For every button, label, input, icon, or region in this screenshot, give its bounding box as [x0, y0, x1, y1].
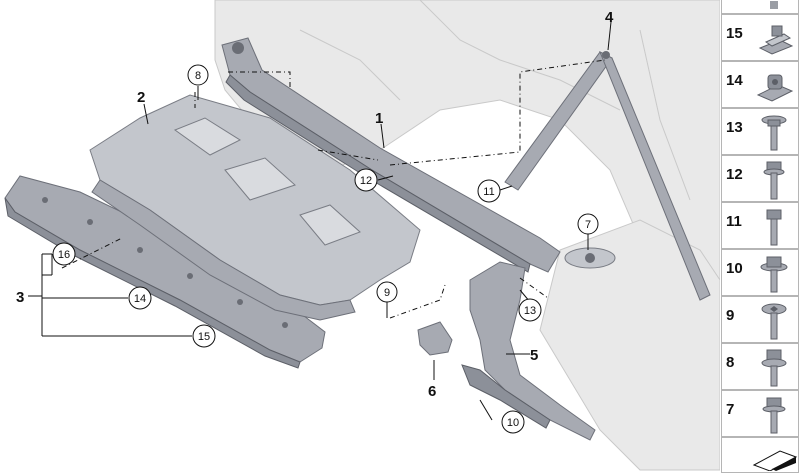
parts-legend: 15 14 13 12 11: [721, 0, 800, 473]
legend-number: 12: [726, 166, 743, 183]
legend-item-14: 14: [721, 61, 799, 108]
legend-number: 13: [726, 119, 743, 136]
legend-number: 7: [726, 401, 735, 418]
callout-10-circle: 10: [501, 410, 525, 434]
legend-item-15: 15: [721, 14, 799, 61]
callout-12-circle: 12: [354, 168, 378, 192]
callout-11: 11: [483, 186, 494, 198]
bolt-tip-icon: [770, 1, 778, 9]
assembly-lines: [61, 59, 606, 319]
legend-item-13: 13: [721, 108, 799, 155]
callout-5: 5: [530, 347, 538, 364]
shim-plate-icon: [752, 450, 798, 471]
hex-collar-bolt-icon: [760, 256, 788, 293]
legend-item-10: 10: [721, 249, 799, 296]
legend-number: 14: [726, 72, 743, 89]
callout-1: 1: [375, 110, 383, 127]
callout-13-circle: 13: [518, 298, 542, 322]
callout-8-circle: 8: [187, 64, 209, 86]
legend-item-bottom: [721, 437, 799, 473]
splash-guard: [89, 94, 421, 321]
torx-screw-icon: [761, 303, 787, 340]
collar-bolt-icon: [761, 349, 787, 387]
main-cross-beam: [221, 37, 616, 273]
legend-number: 8: [726, 354, 735, 371]
callout-14: 14: [134, 293, 146, 305]
legend-number: 15: [726, 25, 743, 42]
legend-number: 9: [726, 307, 735, 324]
hex-bolt-short-icon: [766, 209, 782, 246]
clip-nut-icon: [756, 74, 794, 102]
callout-3: 3: [16, 289, 24, 306]
callout-11-circle: 11: [477, 179, 501, 203]
legend-number: 10: [726, 260, 743, 277]
callout-9-circle: 9: [376, 281, 398, 303]
legend-item-top: [721, 0, 799, 14]
legend-item-8: 8: [721, 343, 799, 390]
callout-6: 6: [428, 383, 436, 400]
legend-item-9: 9: [721, 296, 799, 343]
callout-2: 2: [137, 89, 145, 106]
callout-4: 4: [605, 9, 614, 26]
legend-item-7: 7: [721, 390, 799, 437]
callout-16-circle: 16: [52, 242, 76, 266]
leader-lines: [28, 21, 612, 421]
legend-item-12: 12: [721, 155, 799, 202]
hex-screw-icon: [762, 397, 786, 434]
flange-screw-icon: [761, 115, 787, 151]
callout-16: 16: [58, 249, 70, 261]
legend-number: 11: [726, 213, 742, 230]
hex-bolt-icon: [763, 161, 785, 200]
callout-14-circle: 14: [128, 286, 152, 310]
callout-10: 10: [507, 417, 519, 429]
spring-clip-icon: [758, 25, 794, 55]
legend-item-11: 11: [721, 202, 799, 249]
diagonal-strut: [504, 50, 711, 301]
callout-13: 13: [524, 305, 536, 317]
callout-9: 9: [384, 287, 390, 299]
callout-7: 7: [585, 219, 591, 231]
callout-7-circle: 7: [577, 213, 599, 235]
parts-diagram: 1 2 3 4 5 6 7 8 9 10 11 12 13 14 15 16: [4, 0, 720, 471]
callout-15: 15: [198, 331, 210, 343]
small-bracket: [417, 321, 453, 356]
support-bracket: [461, 261, 596, 441]
callout-12: 12: [360, 175, 372, 187]
callout-15-circle: 15: [192, 324, 216, 348]
callout-8: 8: [195, 70, 201, 82]
